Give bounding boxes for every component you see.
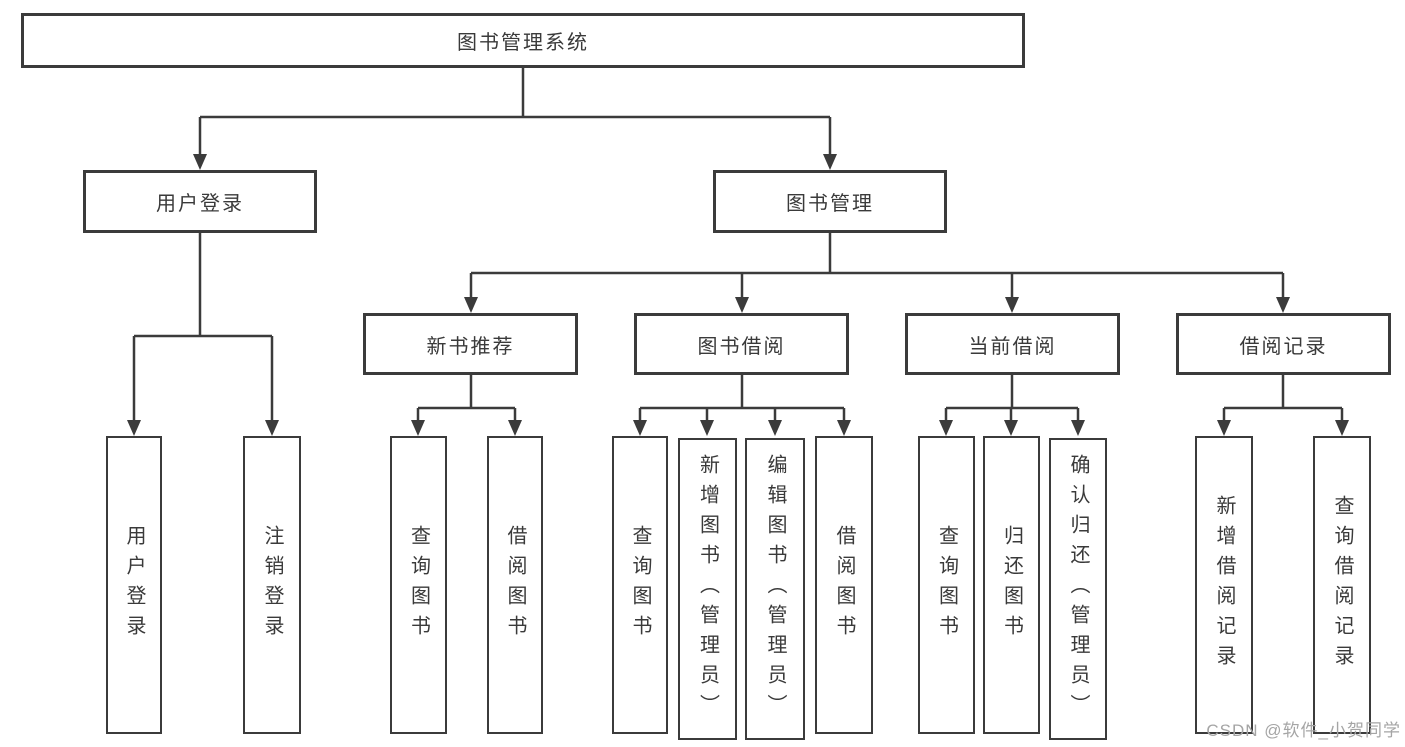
leaf-borrow-books-borrow: 借阅图书 — [815, 436, 873, 734]
leaf-add-borrow-record-label: 新增借阅记录 — [1213, 495, 1235, 675]
leaf-query-books-borrow: 查询图书 — [612, 436, 668, 734]
connector-book-mgmt-children — [464, 233, 1290, 313]
node-root-label: 图书管理系统 — [457, 32, 589, 54]
node-book-borrow: 图书借阅 — [634, 313, 849, 375]
node-book-borrow-label: 图书借阅 — [697, 335, 786, 358]
node-current-borrow: 当前借阅 — [905, 313, 1120, 375]
leaf-edit-books-admin: 编辑图书（管理员） — [745, 438, 805, 740]
leaf-add-books-admin-label: 新增图书（管理员） — [696, 454, 719, 724]
connector-borrow-children — [633, 375, 851, 436]
leaf-return-books-label: 归还图书 — [1000, 525, 1023, 645]
node-borrow-record: 借阅记录 — [1176, 313, 1391, 375]
leaf-query-books-recommend-label: 查询图书 — [407, 525, 430, 645]
leaf-borrow-books-recommend: 借阅图书 — [487, 436, 543, 734]
node-user-login: 用户登录 — [83, 170, 317, 233]
node-borrow-record-label: 借阅记录 — [1239, 335, 1328, 358]
connector-current-children — [939, 375, 1085, 436]
node-book-management: 图书管理 — [713, 170, 947, 233]
leaf-add-borrow-record: 新增借阅记录 — [1195, 436, 1253, 734]
leaf-add-books-admin: 新增图书（管理员） — [678, 438, 737, 740]
connector-root-to-level2 — [193, 68, 837, 170]
leaf-borrow-books-borrow-label: 借阅图书 — [833, 525, 855, 645]
node-user-login-label: 用户登录 — [156, 193, 244, 215]
connector-record-children — [1217, 375, 1349, 436]
leaf-return-books: 归还图书 — [983, 436, 1040, 734]
leaf-query-books-recommend: 查询图书 — [390, 436, 447, 734]
leaf-user-login-label: 用户登录 — [123, 525, 145, 645]
leaf-query-books-borrow-label: 查询图书 — [629, 525, 651, 645]
node-book-management-label: 图书管理 — [786, 193, 874, 215]
node-current-borrow-label: 当前借阅 — [968, 335, 1057, 358]
connector-user-login-children — [127, 233, 279, 436]
node-new-book-recommend-label: 新书推荐 — [426, 335, 515, 358]
connector-recommend-children — [411, 375, 522, 436]
leaf-query-books-current-label: 查询图书 — [935, 525, 958, 645]
leaf-query-borrow-record: 查询借阅记录 — [1313, 436, 1371, 734]
leaf-user-login: 用户登录 — [106, 436, 162, 734]
leaf-logout: 注销登录 — [243, 436, 301, 734]
leaf-confirm-return-admin-label: 确认归还（管理员） — [1067, 454, 1089, 724]
leaf-query-books-current: 查询图书 — [918, 436, 975, 734]
leaf-edit-books-admin-label: 编辑图书（管理员） — [764, 454, 786, 724]
leaf-query-borrow-record-label: 查询借阅记录 — [1331, 495, 1353, 675]
node-new-book-recommend: 新书推荐 — [363, 313, 578, 375]
leaf-logout-label: 注销登录 — [261, 525, 283, 645]
leaf-confirm-return-admin: 确认归还（管理员） — [1049, 438, 1107, 740]
leaf-borrow-books-recommend-label: 借阅图书 — [504, 525, 526, 645]
watermark-text: CSDN @软件_小贺同学 — [1206, 721, 1401, 740]
node-root: 图书管理系统 — [21, 13, 1025, 68]
